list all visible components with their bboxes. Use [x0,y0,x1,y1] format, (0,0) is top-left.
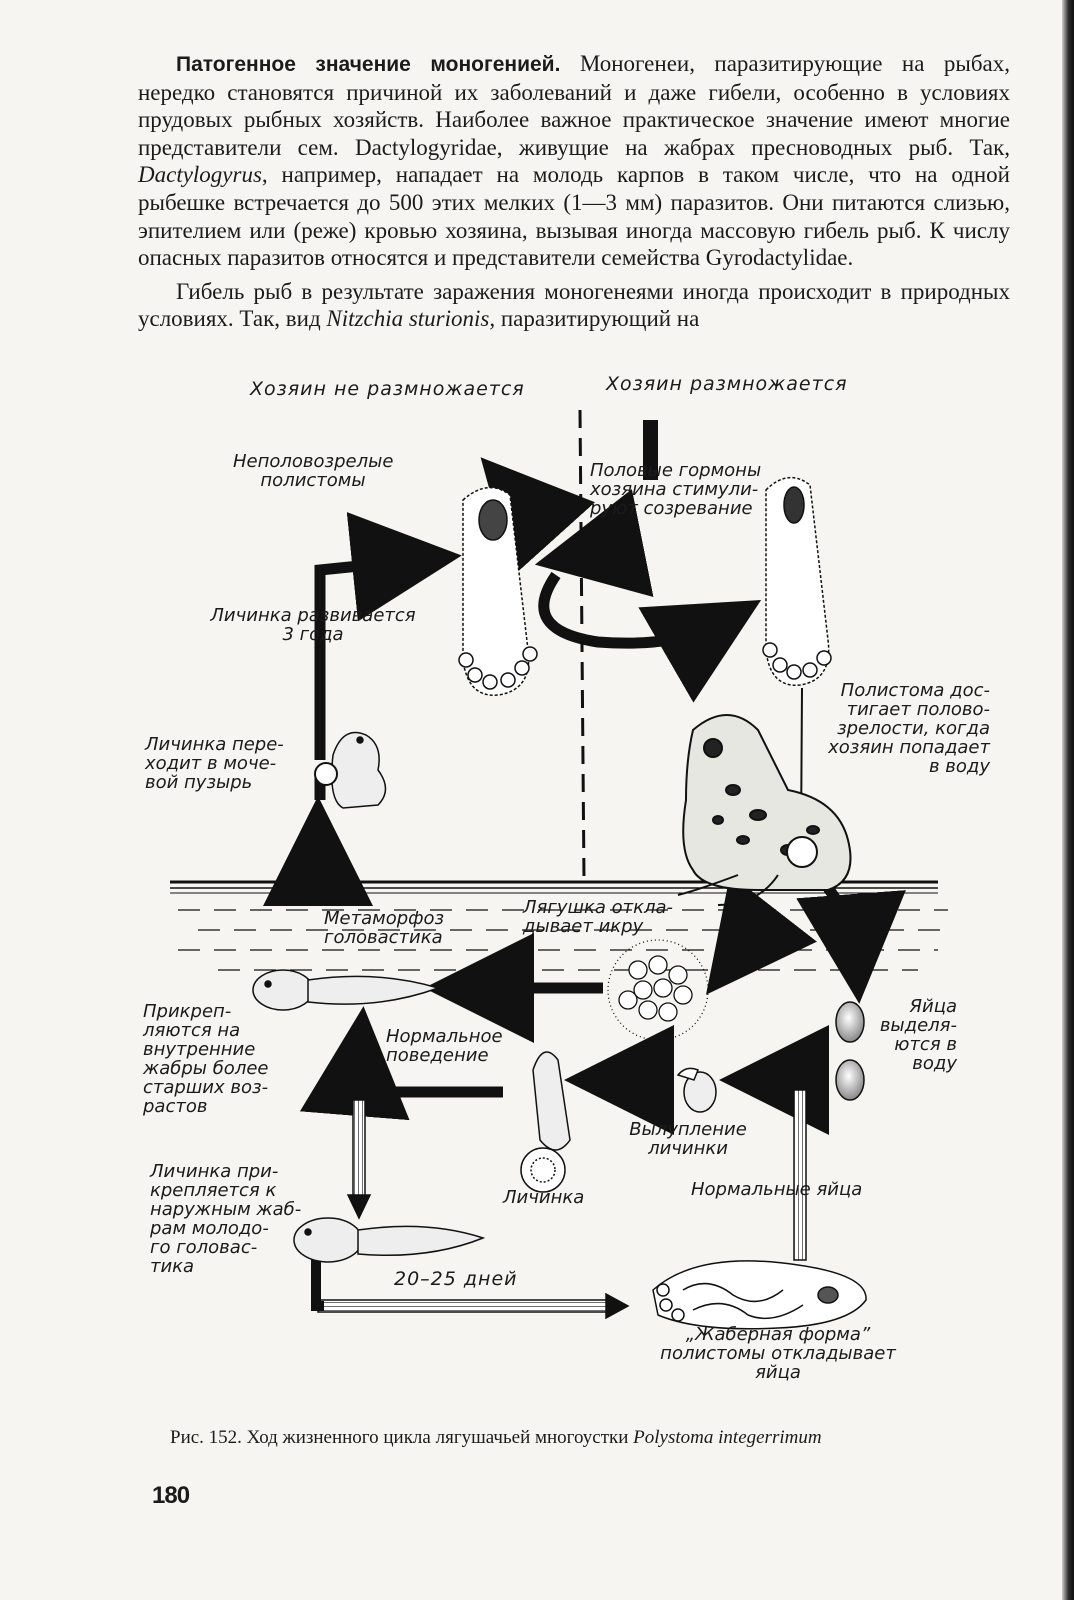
young-tadpole-drawing [293,1217,486,1263]
label-attach-external-gills: Личинка при- крепляется к наружным жаб- … [150,1161,302,1277]
page-edge-shadow [1062,0,1074,1600]
parasite-marker-juvenile [314,762,338,786]
frog-juvenile-drawing [331,731,387,809]
tadpole-drawing [252,969,441,1011]
label-larva-bladder: Личинка пере- ходит в моче- вой пузырь [145,734,284,793]
label-normal-eggs: Нормальные яйца [691,1179,863,1200]
header-host-not-reproducing: Хозяин не размножается [250,378,525,400]
label-larva-hatching: Вылупление личинки [629,1119,747,1159]
header-host-reproducing: Хозяин размножается [606,373,848,395]
label-immature-polystomes: Неполовозрелые полистомы [233,451,394,491]
label-metamorphosis: Метаморфоз головастика [324,908,445,948]
label-polystome-mature: Полистома дос- тигает полово- зрелости, … [828,680,990,777]
label-days-duration: 20–25 дней [394,1268,518,1290]
larva-drawing [520,1051,571,1193]
frog-spawn-drawing [607,939,709,1041]
label-gill-form: „Жаберная форма” полистомы откладывает я… [660,1324,896,1383]
body-text: Патогенное значение моногенией. Моногене… [138,50,1010,333]
life-cycle-figure: Хозяин не размножается Хозяин размножает… [138,370,1038,1420]
section-heading: Патогенное значение моногенией. [176,53,561,76]
parasite-marker-adult [786,836,818,868]
divider-line [578,409,586,881]
paragraph-1: Патогенное значение моногенией. Моногене… [138,51,1010,271]
label-eggs-released: Яйца выделя- ются в воду [879,996,957,1074]
gill-form-polystome-drawing [652,1260,867,1330]
cycle-arrows [263,457,906,1135]
label-frog-spawns: Лягушка откла- дывает икру [523,897,673,937]
polystome-eggs-drawing [835,1001,865,1101]
hatching-egg-drawing [676,1067,717,1113]
label-larva-develops: Личинка развивается 3 года [210,605,416,645]
host-reproduce-arrow [643,420,658,480]
label-host-hormones: Половые гормоны хозяина стимули- руют со… [590,460,762,519]
label-attach-internal-gills: Прикреп- ляются на внутренние жабры боле… [143,1001,269,1117]
page-number: 180 [152,1482,190,1509]
label-normal-behavior: Нормальное поведение [386,1026,503,1066]
life-cycle-diagram [170,409,948,1330]
immature-polystome-drawing [458,486,538,696]
paragraph-2: Гибель рыб в результате заражения моноге… [138,278,1010,332]
hatched-arrows [311,1089,807,1320]
figure-caption: Рис. 152. Ход жизненного цикла лягушачье… [170,1427,822,1448]
mature-polystome-drawing [762,476,832,686]
label-larva: Личинка [503,1187,585,1208]
